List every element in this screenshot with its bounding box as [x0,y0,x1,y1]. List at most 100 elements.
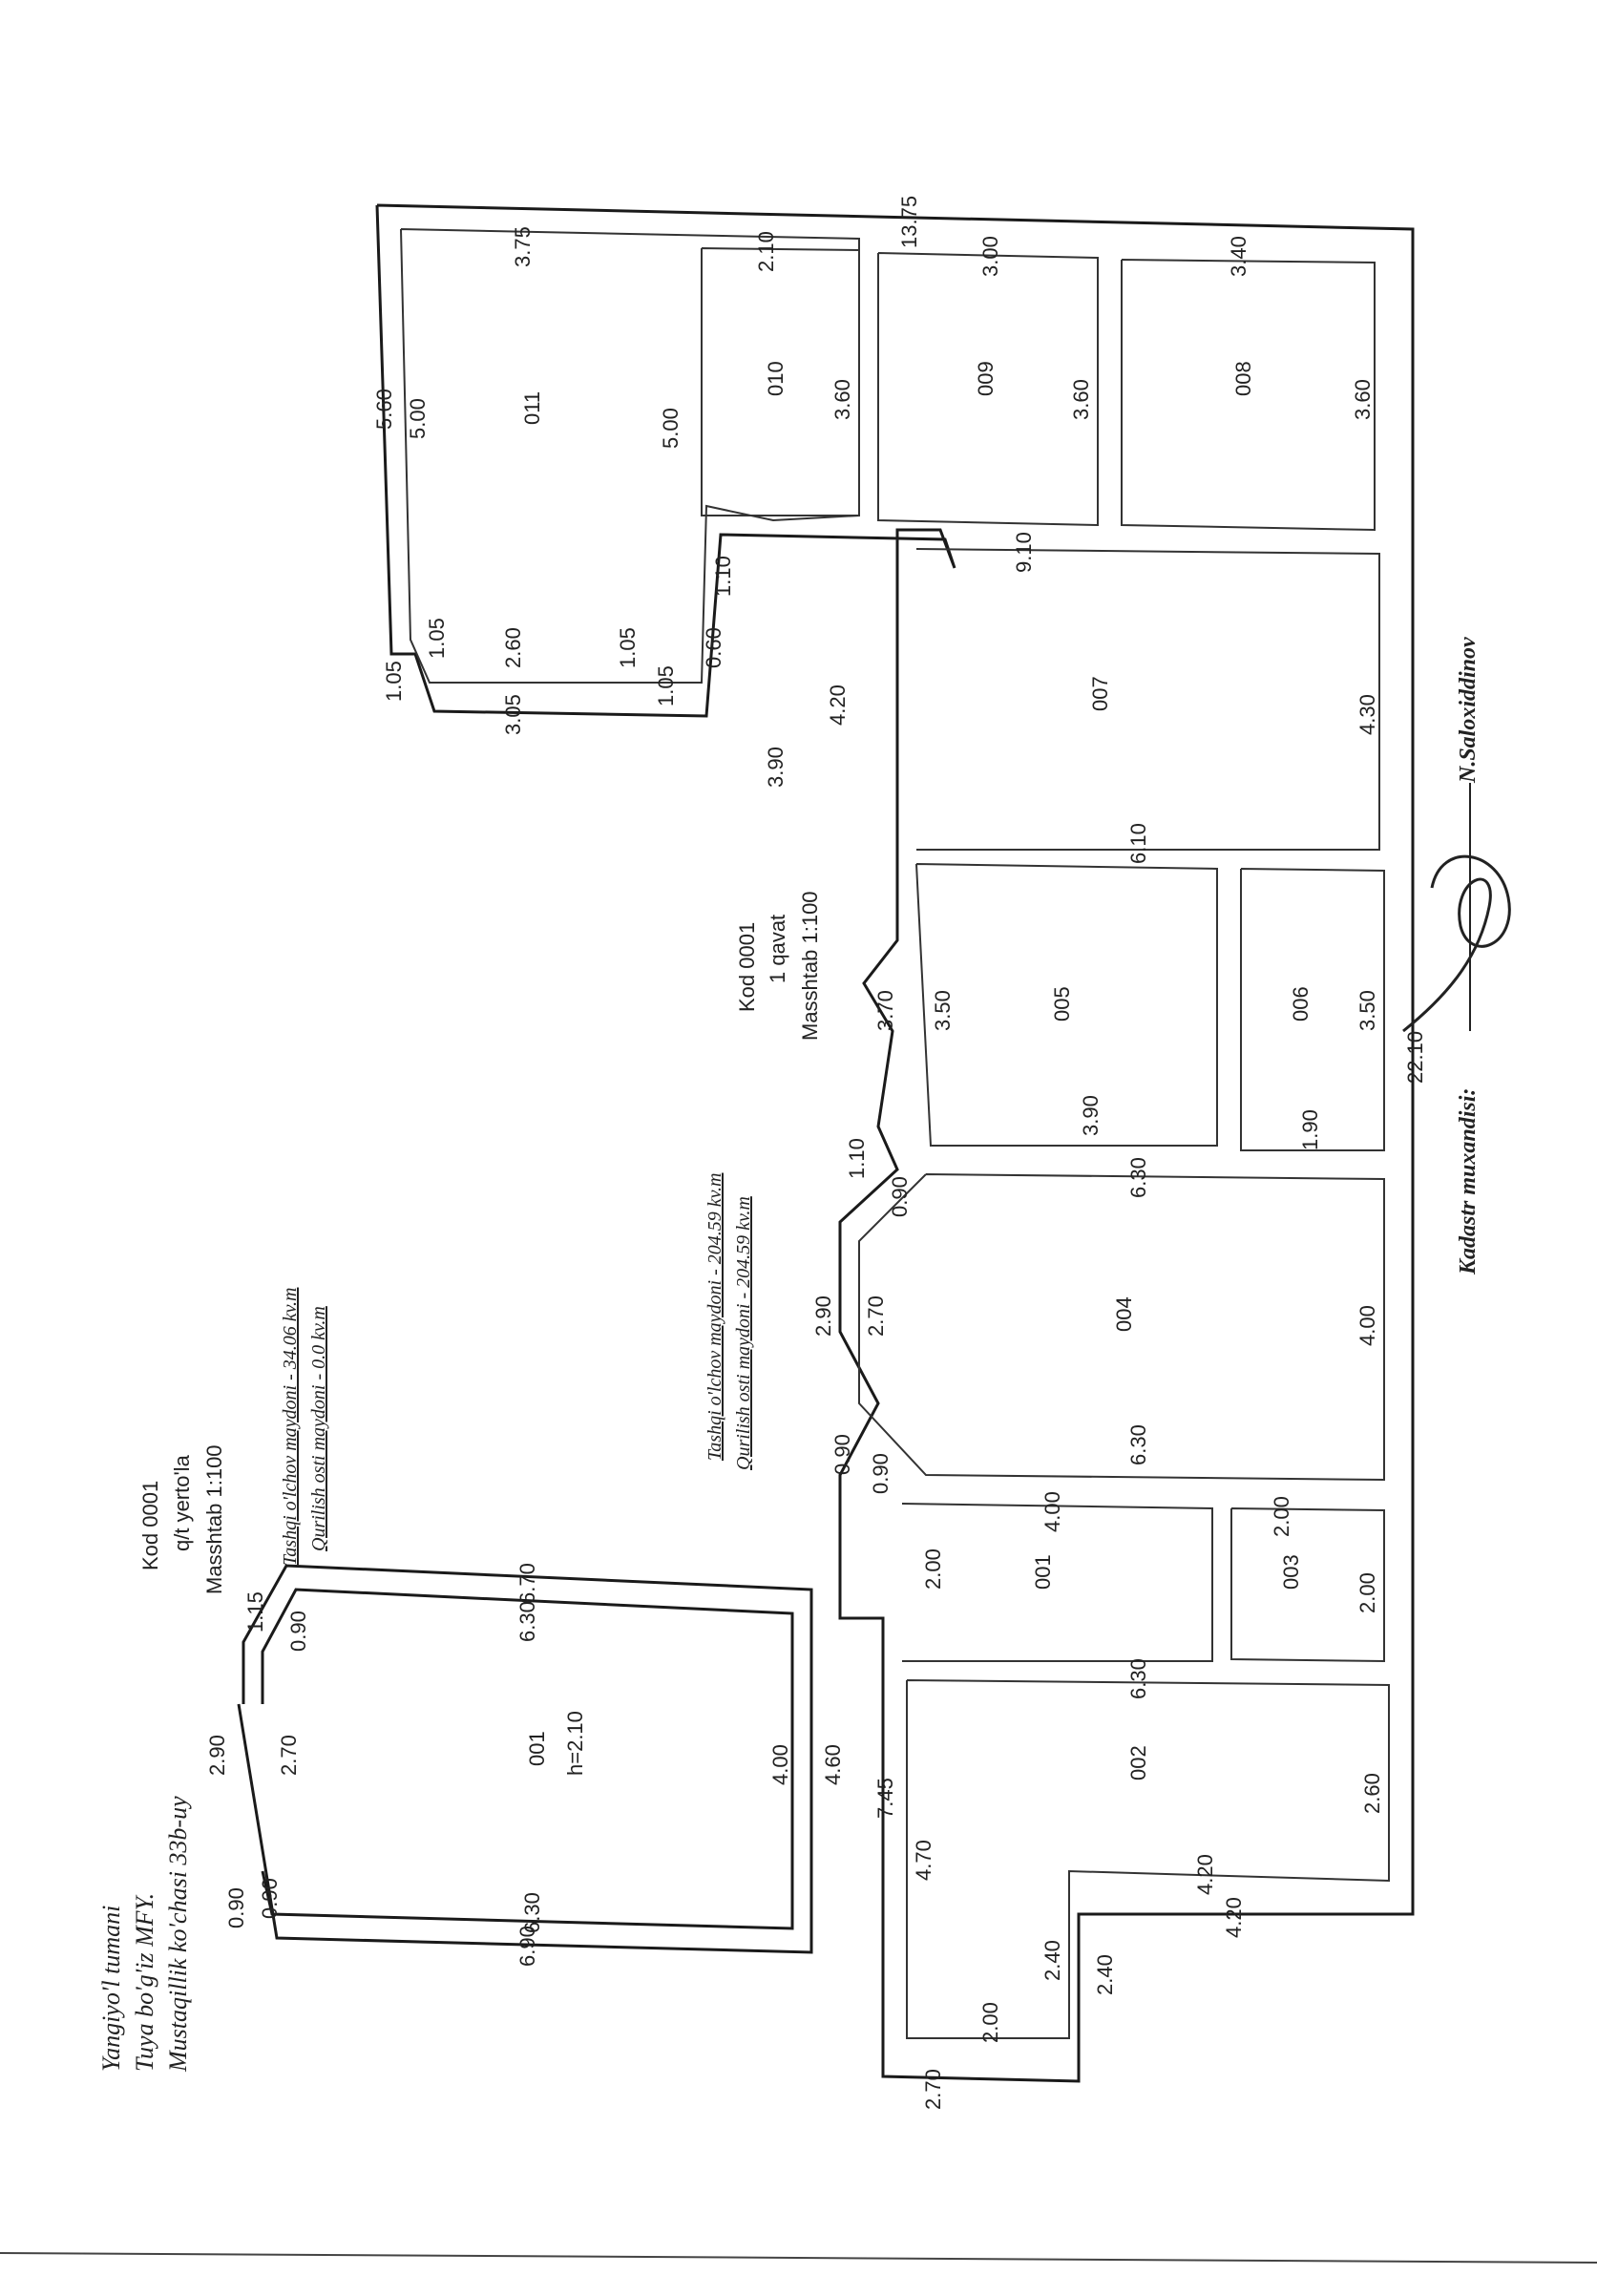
dim-label: 2.70 [864,1295,888,1337]
first-floor-plan [375,203,1415,2083]
dim-label: 22.10 [1403,1031,1427,1084]
room-004-label: 004 [1112,1296,1136,1332]
address-line1: Yangiyo'l tumani [97,1906,125,2072]
basement-area-outer: Tashqi o'lchov maydoni - 34.06 kv.m [280,1288,301,1566]
floor1-outer-wall [375,203,1415,2083]
basement-inner-wall [261,1588,794,1930]
room-003-wall [1230,1507,1385,1663]
dim-label: 1.05 [382,661,406,702]
dim-label: 2.10 [754,231,778,272]
first-floor-labels: 13.75 5.60 5.00 3.75 5.00 2.10 3.60 3.00… [97,196,1481,2110]
floor1-kod: Kod 0001 [735,922,759,1012]
dim-label: 4.20 [1193,1854,1217,1895]
room-005-label: 005 [1050,986,1074,1022]
dim-label: 0.90 [258,1878,282,1919]
dim-label: 3.60 [1351,379,1375,420]
dim-label: 0.90 [830,1434,854,1475]
room-006-label: 006 [1289,986,1313,1022]
room-008-label: 008 [1231,361,1255,396]
room-002-wall [906,1679,1390,2039]
dim-label: 4.30 [1355,694,1379,735]
dim-label: 1.05 [425,618,449,659]
dim-label: 6.70 [515,1563,539,1604]
basement-labels: 6.90 6.30 4.00 4.60 6.30 6.70 2.90 2.70 … [205,1563,845,1967]
dim-label: 3.50 [1355,990,1379,1031]
dim-label: 6.30 [1126,1658,1150,1699]
dim-label: 3.50 [931,990,955,1031]
dim-label: 3.00 [978,236,1002,277]
room-id: 001 [525,1731,549,1766]
room-007-wall [915,548,1380,851]
dim-label: 2.40 [1040,1940,1064,1981]
dim-label: 3.90 [1079,1095,1103,1136]
dim-label: 0.90 [224,1887,248,1928]
room-008-wall [1121,259,1376,532]
dim-label: 2.60 [1360,1773,1384,1814]
floor1-area-built: Qurilish osti maydoni - 204.59 kv.m [733,1196,754,1470]
dim-label: 1.05 [654,665,678,706]
floor1-area-outer: Tashqi o'lchov maydoni - 204.59 kv.m [704,1173,725,1461]
dim-label: 4.70 [912,1840,935,1881]
dim-label: 9.10 [1012,532,1036,573]
dim-label: 1.15 [243,1591,267,1632]
dim-label: 0.90 [869,1453,893,1494]
dim-label: 6.90 [515,1926,539,1967]
room-009-wall [877,252,1099,527]
dim-label: 2.60 [501,627,525,668]
dim-label: 5.00 [406,398,430,439]
room-010-label: 010 [764,361,788,396]
room-height: h=2.10 [563,1711,587,1776]
dim-label: 3.40 [1227,236,1250,277]
room-006-wall [1240,868,1385,1151]
dim-label: 2.90 [811,1295,835,1337]
dim-label: 4.00 [768,1744,792,1785]
dim-label: 4.20 [826,685,850,726]
room-010-wall [701,247,860,516]
signature-label: Kadastr muxandisi: [1456,1088,1481,1275]
room-011-label: 011 [520,391,544,425]
dim-label: 4.60 [821,1744,845,1785]
room-004-wall [858,1173,1385,1482]
basement-area-built: Qurilish osti maydoni - 0.0 kv.m [308,1306,329,1551]
dim-label: 2.70 [921,2069,945,2110]
dim-label: 5.60 [372,389,396,430]
dim-label: 1.10 [711,556,735,597]
floor1-scale: Masshtab 1:100 [798,891,822,1041]
dim-label: 4.00 [1040,1491,1064,1532]
dim-label: 6.30 [1126,1424,1150,1465]
dim-label: 6.30 [1126,1157,1150,1198]
room-001-label: 001 [1031,1554,1055,1590]
dim-label: 2.00 [1355,1572,1379,1613]
dim-label: 7.45 [873,1778,897,1819]
dim-label: 1.10 [845,1138,869,1179]
basement-outer-wall [237,1564,813,1954]
room-005-wall [915,863,1218,1147]
floor1-floor: 1 qavat [766,915,789,983]
dim-label: 3.60 [830,379,854,420]
basement-scale: Masshtab 1:100 [202,1444,226,1594]
dim-label: 2.00 [1270,1496,1293,1537]
basement-plan [237,1564,813,1954]
room-007-label: 007 [1088,676,1112,711]
dim-label: 0.90 [888,1176,912,1217]
dim-label: 4.20 [1222,1897,1246,1938]
dim-label: 2.90 [205,1735,229,1776]
dim-label: 1.05 [616,627,640,668]
room-002-label: 002 [1126,1745,1150,1780]
dim-label: 3.60 [1069,379,1093,420]
dim-label: 2.00 [921,1548,945,1590]
dim-label: 2.70 [277,1735,301,1776]
dim-label: 3.90 [764,747,788,788]
dim-label: 6.30 [520,1892,544,1933]
dim-label: 6.10 [1126,823,1150,864]
basement-floor: q/t yerto'la [170,1454,194,1551]
dim-label: 0.90 [286,1611,310,1652]
dim-label: 3.05 [501,694,525,735]
signature-name: N.Saloxiddinov [1456,637,1481,784]
dim-label: 2.00 [978,2002,1002,2043]
dim-label: 3.70 [873,990,897,1031]
page-bottom-rule [0,2252,1597,2264]
dim-label: 1.90 [1298,1109,1322,1150]
room-001-wall [901,1503,1213,1662]
